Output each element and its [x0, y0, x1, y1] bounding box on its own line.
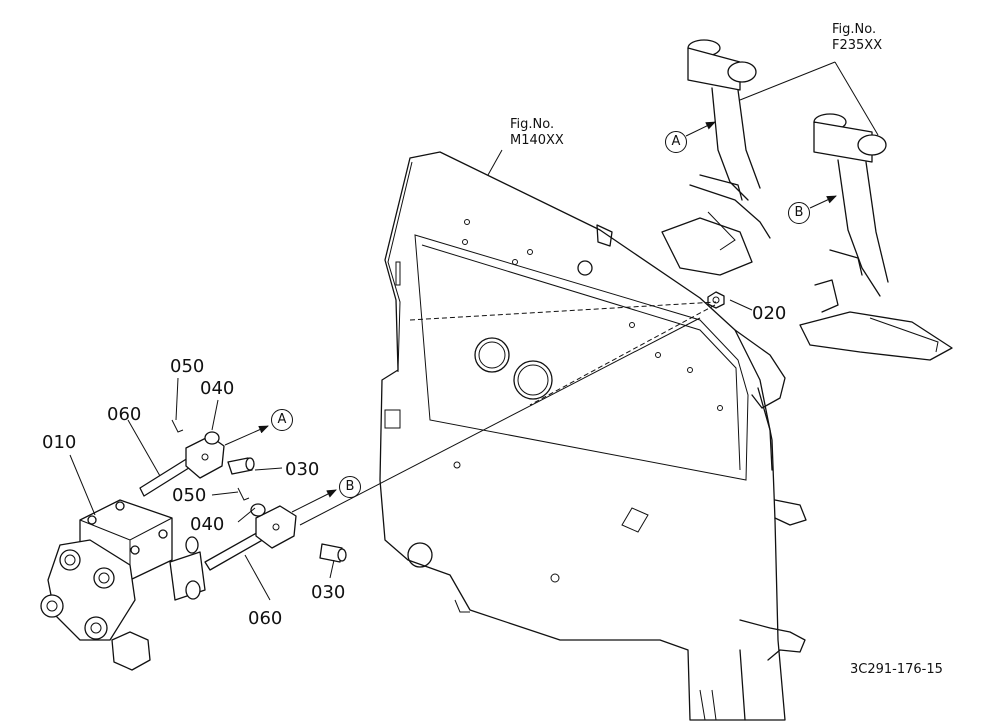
- push-rod-lower: [204, 487, 347, 571]
- part-label-010: 010: [42, 432, 77, 453]
- figure-ref-number: M140XX: [510, 133, 564, 148]
- figure-ref-f235xx: Fig.No. F235XX: [832, 22, 882, 54]
- figure-ref-label: Fig.No.: [510, 117, 555, 132]
- part-label-060-upper: 060: [107, 404, 142, 425]
- marker-b-pedal: B: [788, 202, 810, 224]
- figure-ref-m140xx: Fig.No. M140XX: [510, 117, 564, 149]
- figure-ref-number: F235XX: [832, 38, 883, 53]
- figure-ref-label: Fig.No.: [832, 22, 877, 37]
- brake-pedal-b: [799, 113, 953, 361]
- part-label-050-lower: 050: [172, 485, 207, 506]
- push-rod-upper: [139, 419, 255, 497]
- part-label-040-upper: 040: [200, 378, 235, 399]
- marker-a-rod: A: [271, 409, 293, 431]
- connection-lines: [299, 301, 717, 526]
- part-label-060-lower: 060: [248, 608, 283, 629]
- part-label-040-lower: 040: [190, 514, 225, 535]
- leader-lines: [69, 61, 879, 601]
- part-label-030-upper: 030: [285, 459, 320, 480]
- marker-a-pedal: A: [665, 131, 687, 153]
- part-label-050-upper: 050: [170, 356, 205, 377]
- part-label-020: 020: [752, 303, 787, 324]
- master-cylinder-010: [40, 499, 206, 671]
- marker-b-rod: B: [339, 476, 361, 498]
- brake-pedal-a: [661, 39, 771, 276]
- nut-020: [707, 291, 725, 309]
- direction-arrows: [224, 121, 837, 513]
- part-label-030-lower: 030: [311, 582, 346, 603]
- drawing-code: 3C291-176-15: [850, 662, 943, 677]
- mounting-panel: [379, 151, 807, 721]
